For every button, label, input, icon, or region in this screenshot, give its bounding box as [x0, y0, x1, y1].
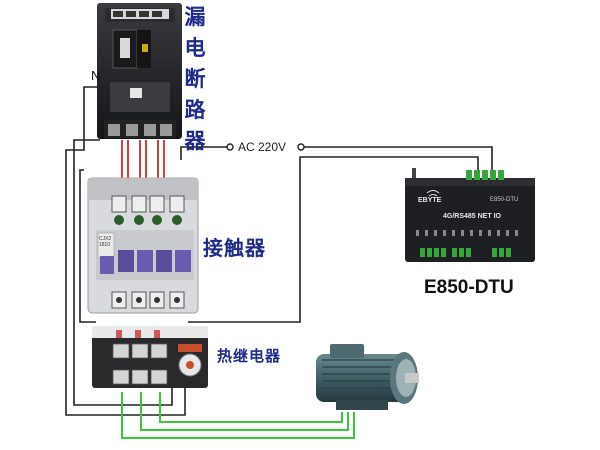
- dtu-device: [405, 168, 535, 262]
- breaker-label: 漏电断路器: [184, 5, 206, 153]
- contactor-model: CJX2 1810: [99, 236, 112, 248]
- device-brand: EBYTE: [418, 197, 442, 204]
- thermal-relay: [92, 326, 208, 388]
- ac-terminal-right: [297, 143, 305, 151]
- device-model-label: E850-DTU: [424, 277, 514, 298]
- contactor: [87, 177, 199, 314]
- device-description: 4G/RS485 NET IO: [443, 213, 501, 220]
- ac-terminal-left: [226, 143, 234, 151]
- contactor-label: 接触器: [203, 236, 266, 260]
- ac-supply-label: AC 220V: [238, 140, 287, 154]
- neutral-label: N: [91, 68, 101, 83]
- motor: [316, 344, 419, 410]
- device-model-small: E850-DTU: [490, 197, 519, 203]
- motor-wires-green: [121, 392, 355, 439]
- control-wires: [65, 86, 493, 416]
- leakage-breaker: [97, 3, 182, 139]
- relay-label: 热继电器: [217, 347, 282, 365]
